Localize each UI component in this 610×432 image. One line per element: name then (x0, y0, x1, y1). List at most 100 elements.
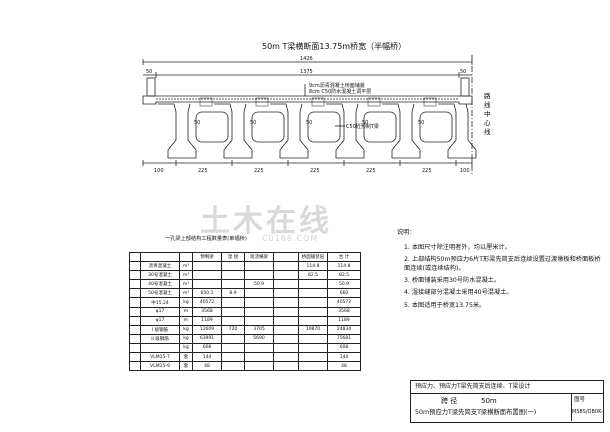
table-cell: 650.1 (192, 288, 222, 299)
table-cell: 现浇横梁 (244, 251, 274, 263)
bottom-dim: 225 (254, 168, 264, 174)
table-cell: 桥面铺装层 (298, 251, 328, 263)
table-cell (273, 361, 299, 372)
table-cell (273, 315, 299, 326)
watermark-logo: 土木在线 (200, 204, 332, 239)
table-cell: 3568 (327, 306, 361, 317)
table-cell: 12609 (192, 324, 222, 335)
bottom-dim: 225 (198, 168, 208, 174)
web-label: 50 (418, 120, 424, 126)
table-cell (244, 270, 274, 281)
note-item: 2. 上部结构50m预应力6片T形梁先简支后连续设置过渡墩板和桥面板桥面连续(或… (404, 256, 601, 272)
table-cell (221, 261, 245, 272)
table-cell: m (179, 315, 193, 326)
table-cell (192, 261, 222, 272)
table-cell: m (179, 306, 193, 317)
table-cell (129, 352, 141, 363)
table-cell: 75681 (327, 333, 361, 344)
table-cell (298, 297, 328, 308)
bottom-dim: 225 (310, 168, 320, 174)
notes-block: 说明： 1. 本图尺寸除注明者外，均以厘米计。 2. 上部结构50m预应力6片T… (397, 227, 602, 314)
table-cell: 50.9 (244, 279, 274, 290)
dim-total: 1426 (300, 56, 313, 62)
table-cell (298, 306, 328, 317)
table-cell: 114.8 (298, 261, 328, 272)
table-cell (129, 361, 141, 372)
dim-left: 50 (146, 69, 152, 75)
table-cell: 预制梁 (192, 251, 222, 263)
table-cell (273, 342, 299, 354)
table-cell (273, 288, 299, 299)
table-cell (192, 279, 222, 290)
table-cell: 82.5 (298, 270, 328, 281)
table-cell (298, 333, 328, 344)
table-cell: 沥青混凝土 (140, 261, 180, 272)
table-cell: 720 (221, 324, 245, 335)
table-cell: 8.9 (221, 288, 245, 299)
note-item: 1. 本图尺寸除注明者外，均以厘米计。 (404, 244, 511, 251)
table-cell: 合 计 (327, 251, 361, 263)
table-cell (221, 315, 245, 326)
drawing-name: 50m预应力T梁先简支T梁横断面布置图(一) (415, 409, 537, 416)
web-label: 50 (250, 120, 256, 126)
table-cell (129, 270, 141, 281)
watermark-url: C0188.COM (262, 234, 319, 243)
table-cell: 144 (192, 352, 222, 363)
table-cell (129, 342, 141, 354)
table-cell: 114.8 (327, 261, 361, 272)
web-label: 50 (306, 120, 312, 126)
table-row: 预制梁湿 接现浇横梁 桥面铺装层合 计 (129, 251, 361, 263)
table-cell: kg (179, 324, 193, 335)
table-cell (298, 342, 328, 354)
table-cell: 40号混凝土 (140, 279, 180, 290)
table-cell (129, 315, 141, 326)
span-label: 跨 径 (441, 397, 458, 405)
bottom-dim: 100 (460, 168, 470, 174)
table-cell (273, 279, 299, 290)
table-title: 一孔梁上部结构工程数量表(单幅桥) (165, 236, 247, 242)
table-cell: 湿 接 (221, 251, 245, 263)
table-cell (273, 333, 299, 344)
table-cell (129, 251, 141, 263)
note-item: 4. 湿接缝部分混凝土采用40号混凝土。 (404, 289, 513, 297)
table-cell (298, 288, 328, 299)
dim-right: 50 (460, 69, 466, 75)
table-cell: 50.9 (327, 279, 361, 290)
table-cell: 1189 (327, 315, 361, 326)
table-cell (129, 288, 141, 299)
table-cell: kg (179, 333, 193, 344)
table-cell (244, 306, 274, 317)
span-value: 50m (481, 397, 497, 405)
table-cell (221, 297, 245, 308)
bottom-dim: 100 (154, 168, 164, 174)
note-item: 5. 本图适用于桥宽13.75米。 (404, 301, 486, 309)
table-cell: φ17 (140, 315, 180, 326)
table-cell: II 级钢筋 (140, 333, 180, 344)
table-cell: m³ (179, 270, 193, 281)
title-block: 预应力、预应力T梁先简支后连续、T梁设计 跨 径 50m 50m预应力T梁先简支… (410, 380, 604, 423)
table-cell (129, 297, 141, 308)
table-cell (129, 306, 141, 317)
table-cell (192, 270, 222, 281)
table-cell (244, 288, 274, 299)
table-cell: VLM15-9 (140, 361, 180, 372)
table-cell: 3568 (192, 306, 222, 317)
table-cell (244, 315, 274, 326)
table-cell: 48 (192, 361, 222, 372)
table-cell: 30号混凝土 (140, 270, 180, 281)
table-cell: 50号混凝土 (140, 288, 180, 299)
note-item: 3. 桥面铺装采用30号防水混凝土。 (404, 277, 501, 285)
table-cell (244, 261, 274, 272)
table-cell: VLM15-7 (140, 352, 180, 363)
